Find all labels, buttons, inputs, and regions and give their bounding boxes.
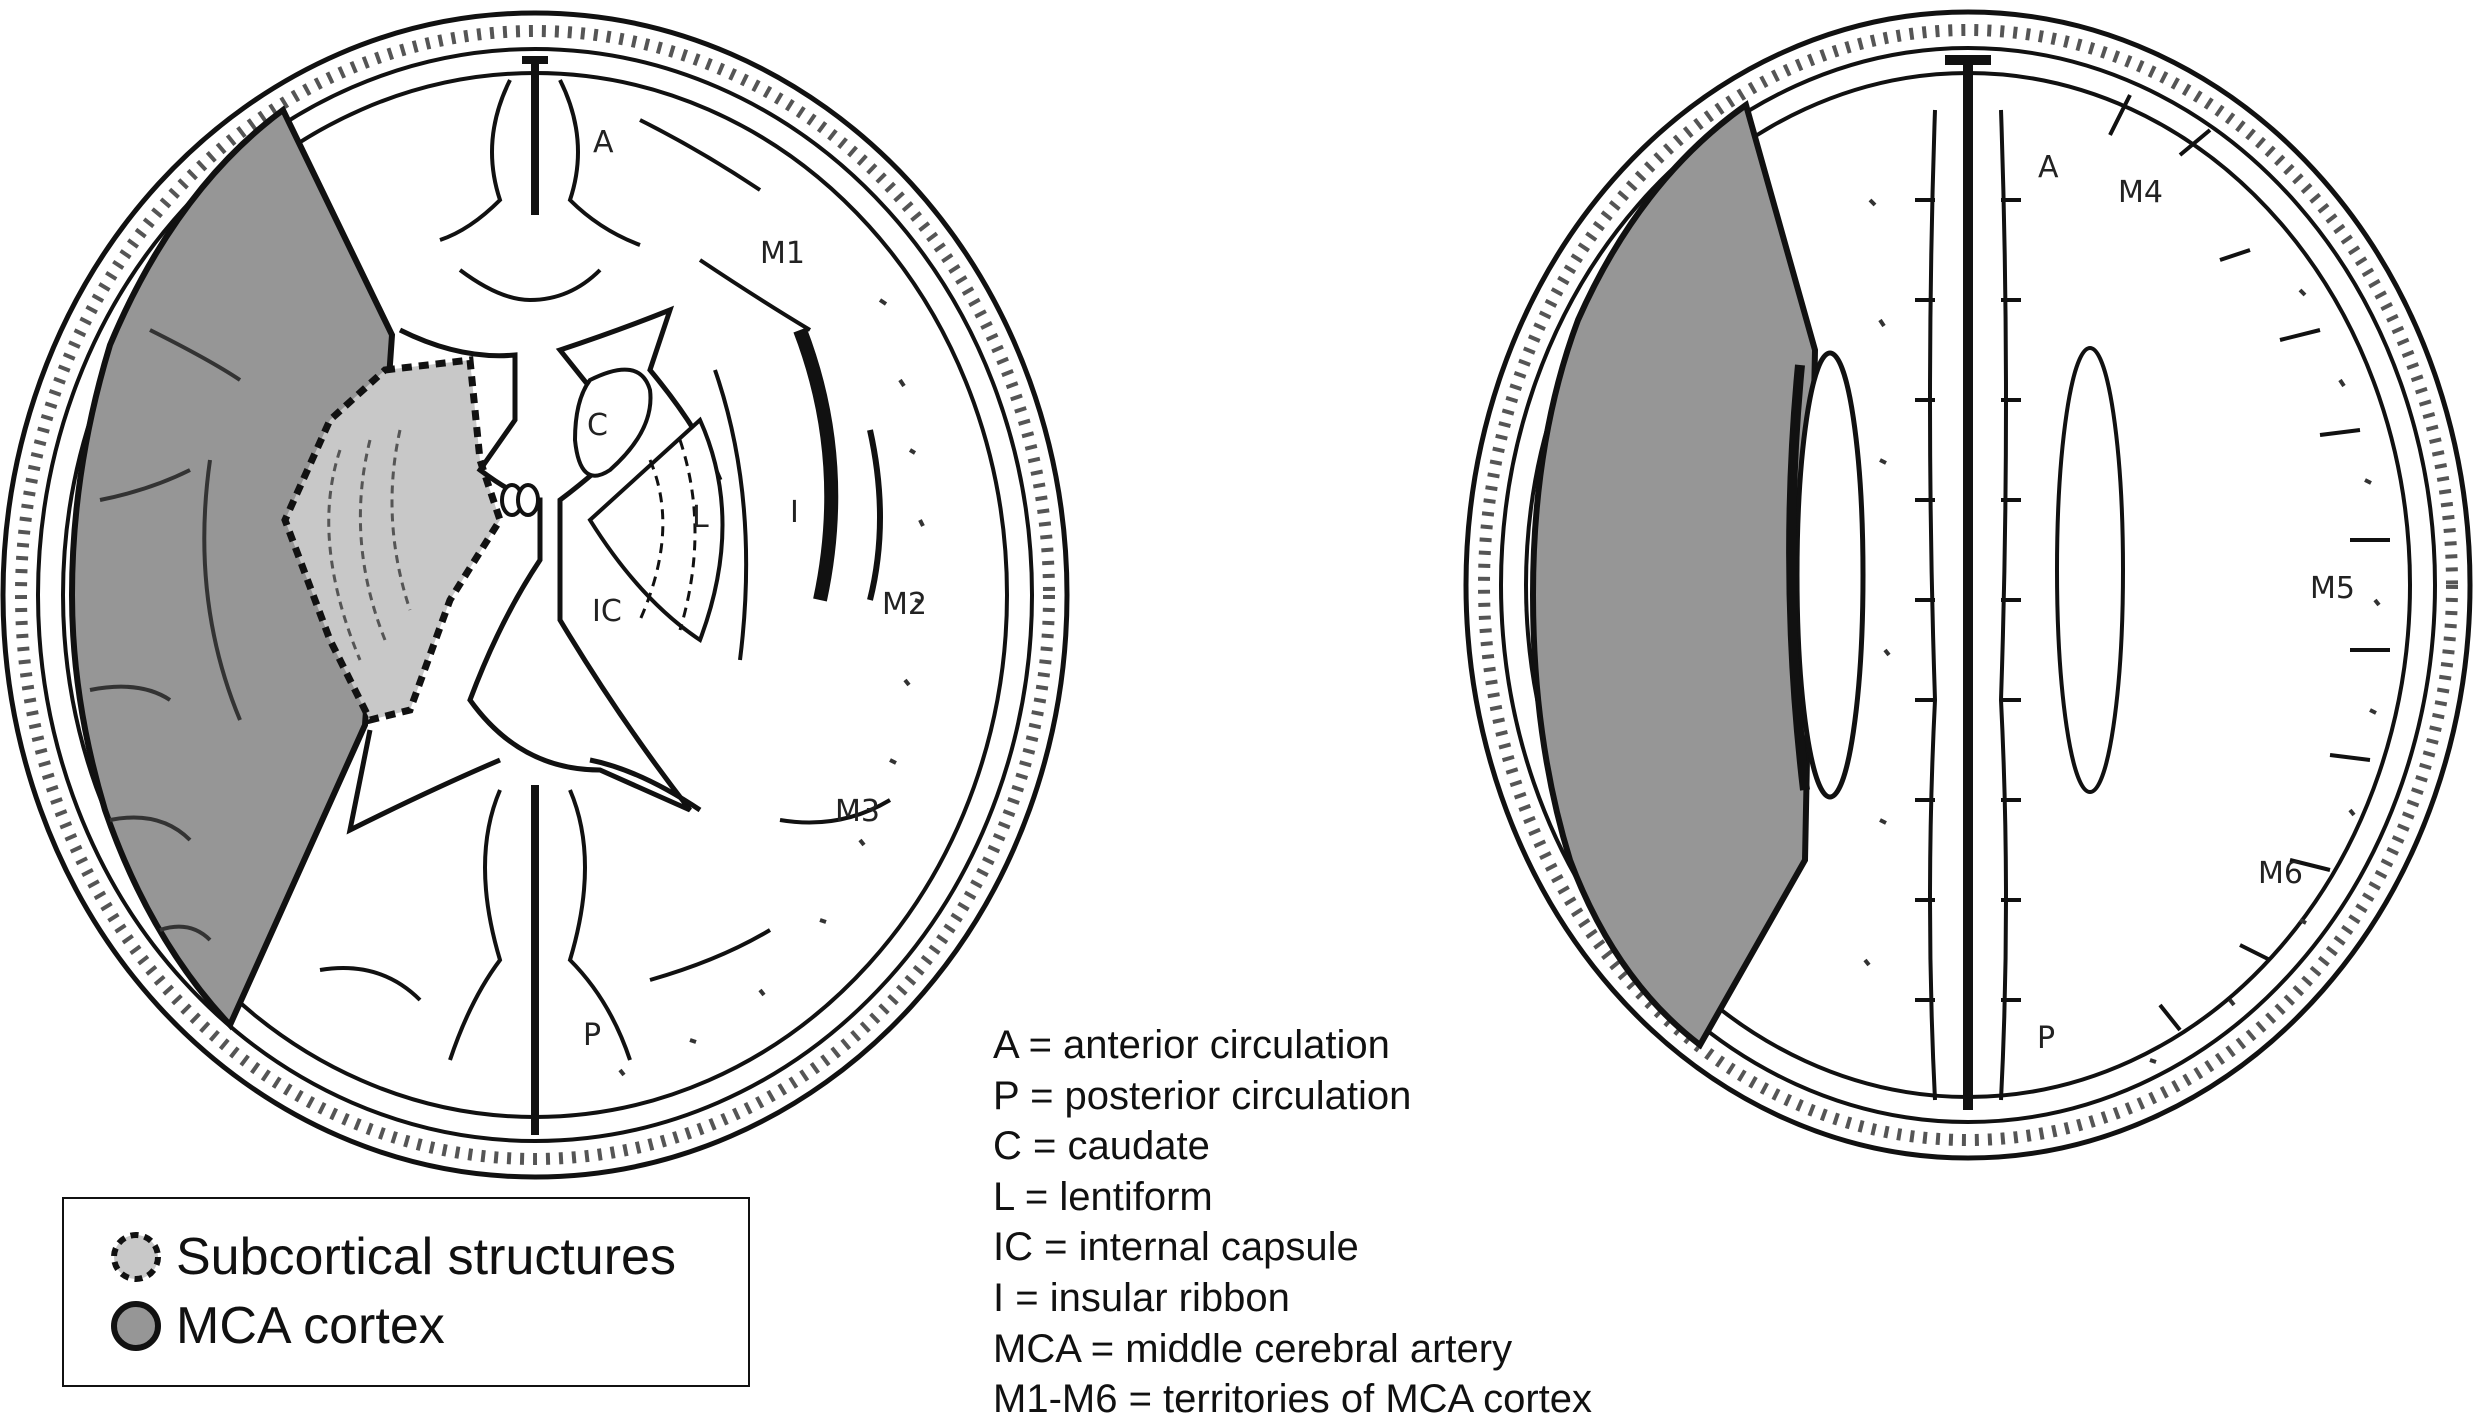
right-label-a: A bbox=[2038, 150, 2059, 185]
legend-item-mca-cortex: MCA cortex bbox=[108, 1296, 445, 1356]
right-cortical-sulci bbox=[2108, 94, 2390, 1032]
key-line-ic: IC = internal capsule bbox=[993, 1225, 1359, 1270]
left-label-p: P bbox=[583, 1018, 601, 1053]
left-label-m2: M2 bbox=[882, 587, 927, 622]
left-insular-line bbox=[713, 369, 749, 661]
left-frontal-gyri bbox=[439, 79, 812, 332]
left-label-m1: M1 bbox=[760, 236, 805, 271]
left-brain-slice: A M1 C L I IC M2 M3 P bbox=[0, 10, 1070, 1180]
key-line-m1-m6: M1-M6 = territories of MCA cortex bbox=[993, 1377, 1593, 1422]
right-label-m4: M4 bbox=[2118, 175, 2163, 210]
left-fornix-right bbox=[516, 483, 540, 517]
right-label-p: P bbox=[2037, 1021, 2055, 1056]
left-label-ic: IC bbox=[592, 594, 622, 629]
left-falx-anterior bbox=[522, 56, 548, 215]
right-falx-gyri bbox=[1928, 109, 2008, 1101]
legend-label-subcortical: Subcortical structures bbox=[176, 1228, 676, 1286]
key-line-a: A = anterior circulation bbox=[993, 1023, 1390, 1067]
left-label-l: L bbox=[692, 500, 709, 535]
legend-item-subcortical: Subcortical structures bbox=[108, 1227, 676, 1287]
right-label-m6: M6 bbox=[2258, 856, 2303, 891]
left-subcortical-arcs bbox=[327, 429, 412, 661]
left-skull-diploe bbox=[15, 25, 1055, 1165]
left-cortical-stipple bbox=[618, 298, 925, 1077]
left-lentiform-arcs bbox=[638, 439, 697, 631]
key-line-i: I = insular ribbon bbox=[993, 1275, 1290, 1320]
right-mca-cortex-region bbox=[1529, 100, 1819, 1050]
subcortical-symbol-icon bbox=[111, 1232, 161, 1282]
left-label-a: A bbox=[593, 125, 614, 160]
key-line-c: C = caudate bbox=[993, 1124, 1210, 1169]
left-label-i: I bbox=[790, 495, 799, 530]
mca-cortex-symbol-icon bbox=[111, 1301, 161, 1351]
left-mca-cortex-region bbox=[68, 105, 396, 1031]
left-shaded-sulci bbox=[89, 328, 242, 942]
right-left-oval-edge bbox=[1786, 364, 1810, 791]
right-label-m5: M5 bbox=[2310, 571, 2355, 606]
left-occipital-gyri bbox=[319, 789, 892, 1061]
left-label-c: C bbox=[587, 408, 608, 443]
legend: Subcortical structures MCA cortex bbox=[62, 1197, 750, 1387]
right-medial-sulci bbox=[1915, 198, 2021, 1002]
left-insula-gyrus bbox=[793, 327, 839, 602]
left-sylvian bbox=[867, 429, 883, 601]
abbreviation-key: A = anterior circulation P = posterior c… bbox=[993, 1020, 1592, 1425]
key-line-mca: MCA = middle cerebral artery bbox=[993, 1326, 1513, 1371]
right-falx bbox=[1945, 55, 1991, 1110]
key-line-l: L = lentiform bbox=[993, 1174, 1213, 1219]
right-left-oval bbox=[1794, 350, 1866, 800]
legend-label-mca-cortex: MCA cortex bbox=[176, 1297, 445, 1355]
right-cortical-stipple bbox=[1863, 198, 2381, 1064]
left-posterior-horn bbox=[346, 729, 702, 835]
right-right-oval bbox=[2055, 346, 2125, 794]
left-label-m3: M3 bbox=[835, 794, 880, 829]
left-caudate bbox=[572, 367, 653, 478]
right-skull-diploe bbox=[1478, 24, 2458, 1146]
key-line-p: P = posterior circulation bbox=[993, 1073, 1412, 1118]
right-brain-slice: A M4 M5 M6 P bbox=[1463, 9, 2473, 1161]
